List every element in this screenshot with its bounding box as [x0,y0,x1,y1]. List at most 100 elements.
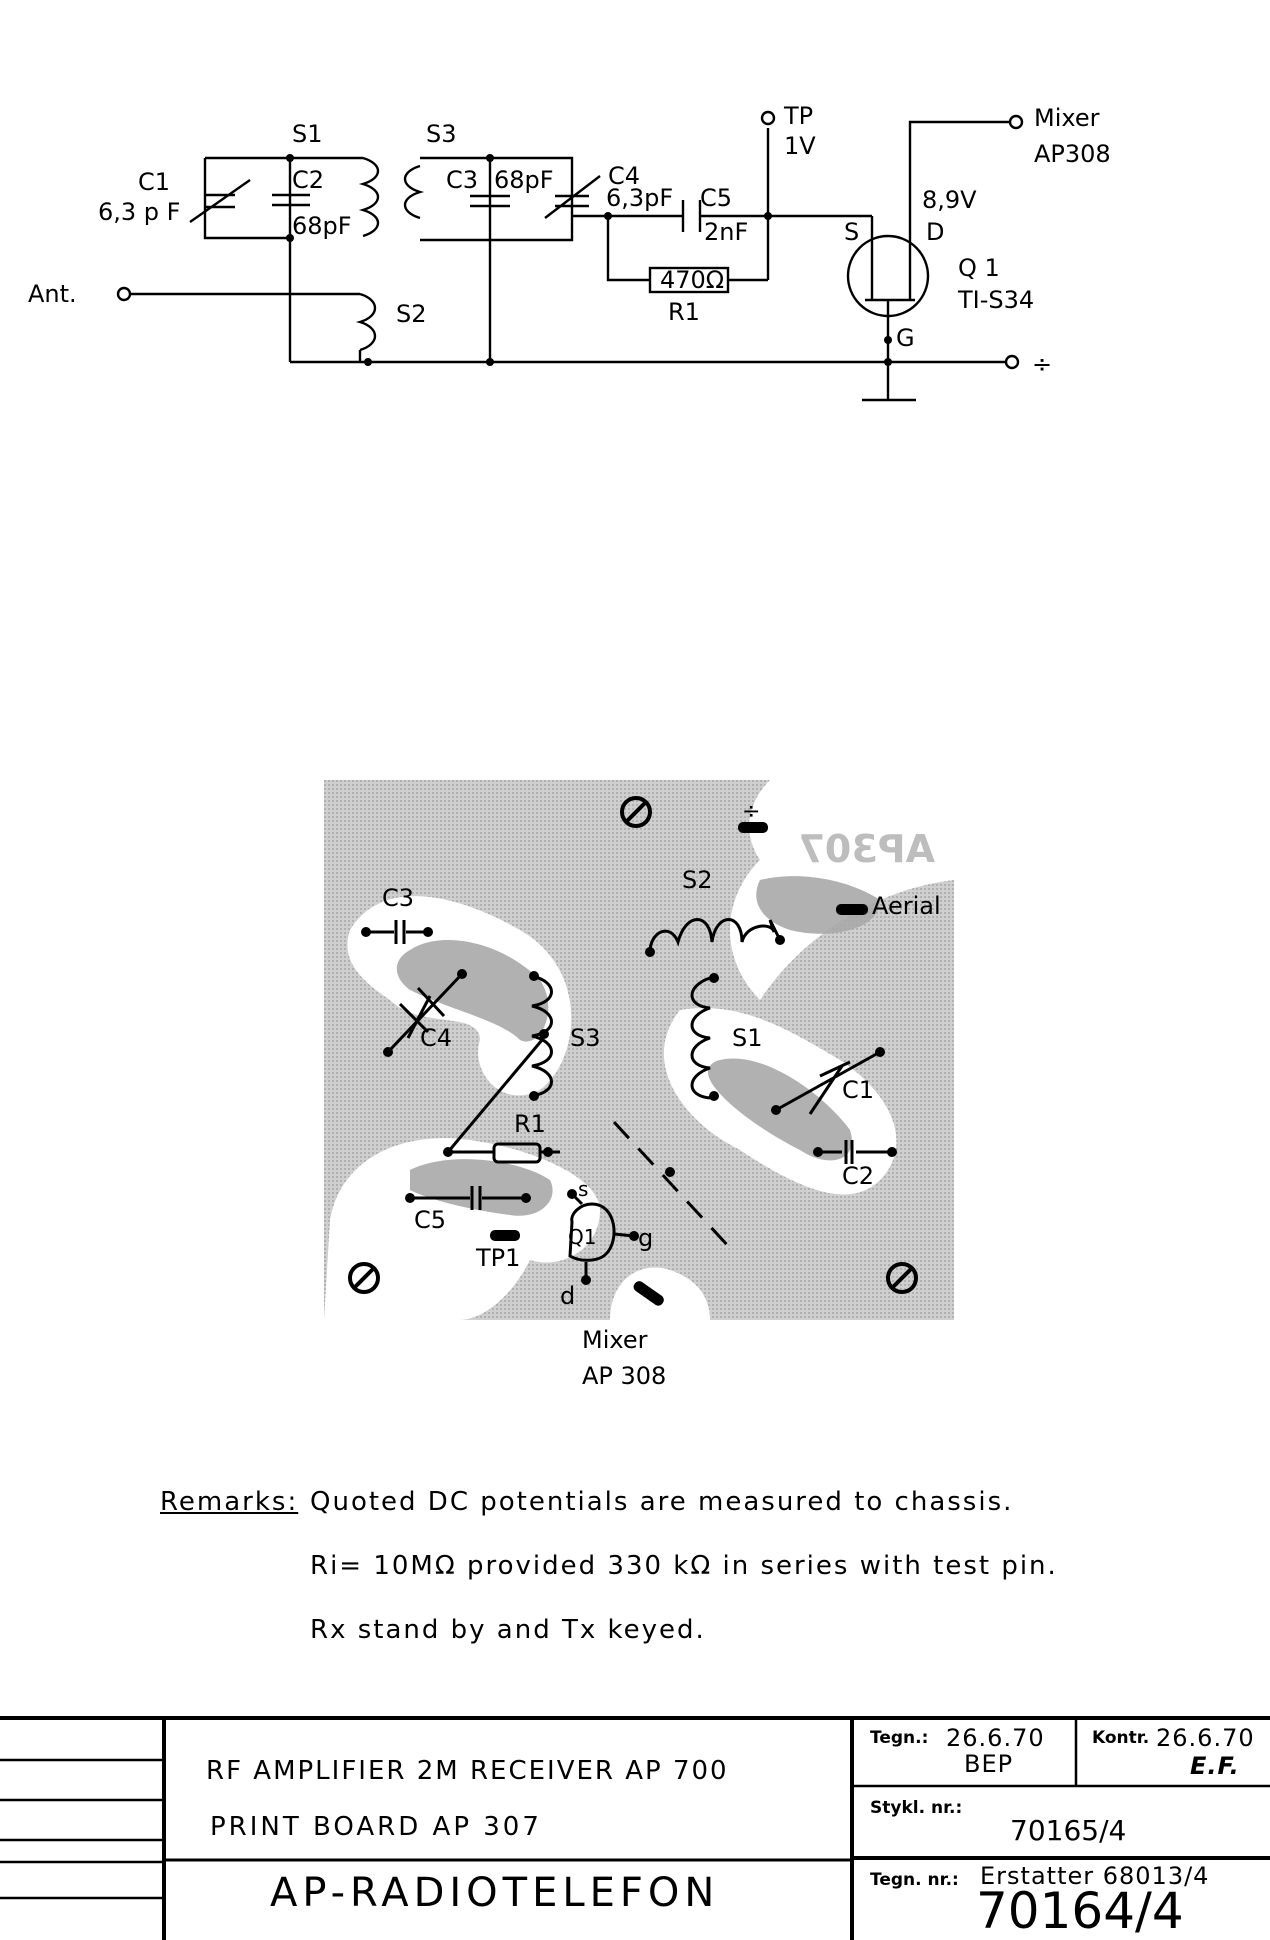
title-block: RF AMPLIFIER 2M RECEIVER AP 700 PRINT BO… [0,1716,1270,1940]
label-s3: S3 [426,120,457,148]
board-label-q1: Q1 [568,1225,596,1249]
board-label-pin-g: g [638,1224,653,1252]
board-cap-c1 [775,1050,881,1115]
board-label-mixer-ref: AP 308 [582,1362,666,1390]
board-label-c2: C2 [842,1162,874,1190]
board-connector-tp1 [490,1230,520,1241]
label-antenna: Ant. [28,280,77,308]
label-drain: D [926,218,944,246]
board-label-r1: R1 [514,1110,546,1138]
remark-text-2: Ri= 10MΩ provided 330 kΩ in series with … [310,1551,1058,1581]
board-connector-ground [738,822,768,833]
remarks-heading: Remarks: [160,1487,299,1517]
remark-line-3: Rx stand by and Tx keyed. [160,1598,1058,1662]
mounting-hole-left [348,1262,380,1294]
board-cap-c5 [410,1186,526,1210]
label-tp: TP [783,102,813,130]
label-s2: S2 [396,300,427,328]
terminal-antenna [116,286,132,302]
board-label-s3: S3 [570,1024,601,1052]
label-c5: C5 [700,184,732,212]
mounting-hole-right [886,1262,918,1294]
checked-by: E.F. [1190,1752,1240,1780]
drawing-label: Tegn. nr.: [870,1870,959,1890]
board-cap-c4 [386,972,464,1054]
label-c1-value: 6,3 p F [98,198,180,226]
label-c3: C3 [446,166,478,194]
label-drain-voltage: 8,9V [922,186,977,214]
board-label-pin-s: s [578,1177,588,1201]
wire-gate [862,312,916,402]
terminal-mixer [1008,114,1024,130]
board-label-c4: C4 [420,1024,452,1052]
board-cap-c3 [366,920,426,944]
remark-text-1: Quoted DC potentials are measured to cha… [310,1487,1014,1517]
label-gate: G [896,324,915,352]
drawing-number: 70164/4 [976,1882,1184,1940]
label-q1: Q 1 [958,254,1000,282]
company-name: AP-RADIOTELEFON [270,1870,720,1916]
board-cap-c2 [818,1140,892,1164]
capacitor-c5 [681,200,702,232]
wire-drain [908,120,1010,240]
terminal-ground [1004,354,1020,370]
label-c1: C1 [138,168,170,196]
drawn-label: Tegn.: [870,1728,929,1748]
label-mixer-ref: AP308 [1034,140,1111,168]
resistor-r1 [648,266,730,294]
inductor-s1 [358,156,380,238]
label-tp-value: 1V [784,132,816,160]
schematic-diagram: S1 S3 C1 6,3 p F C2 68pF C3 68pF C4 6,3p… [28,102,1111,402]
title-line-1: RF AMPLIFIER 2M RECEIVER AP 700 [206,1756,729,1786]
label-ground: ÷ [1032,350,1052,378]
wire-tank1 [203,156,363,362]
capacitor-c2 [272,193,310,207]
label-s1: S1 [292,120,323,148]
capacitor-c4 [544,175,601,219]
drawn-date: 26.6.70 [946,1724,1045,1752]
label-source: S [844,218,859,246]
label-c4-value: 6,3pF [606,184,673,212]
label-c5-value: 2nF [704,218,748,246]
board-label-c3: C3 [382,884,414,912]
label-mixer: Mixer [1034,104,1100,132]
board-label-tp1: TP1 [475,1244,520,1272]
board-label-pin-d: d [560,1282,575,1310]
label-r1: R1 [668,298,700,326]
board-connector-mixer [633,1281,664,1306]
checked-date: 26.6.70 [1156,1724,1255,1752]
print-board: AP307 ÷ Aerial S2 C3 C4 S3 S1 C1 C2 R1 C… [324,780,954,1390]
board-trace-s3-r1 [446,1039,544,1153]
board-id-mirrored: AP307 [798,827,935,871]
board-label-gnd: ÷ [742,799,760,824]
board-label-c5: C5 [414,1206,446,1234]
transistor-q1 [846,234,930,318]
inductor-s3 [403,164,425,220]
label-r1-value: 470Ω [660,266,724,294]
board-transistor-q1 [568,1202,616,1262]
checked-label: Kontr. [1092,1728,1150,1748]
board-label-aerial: Aerial [872,892,941,920]
drawn-by: BEP [964,1750,1014,1778]
board-coil-s1 [690,976,711,1100]
transistor-q1-channel [865,216,915,312]
title-line-2: PRINT BOARD AP 307 [210,1812,542,1842]
cutout-bottom-mixer [610,1267,710,1320]
label-c2-value: 68pF [292,212,352,240]
remark-line-2: Ri= 10MΩ provided 330 kΩ in series with … [160,1534,1058,1598]
label-c3-value: 68pF [494,166,554,194]
title-block-frame [0,1716,1270,1940]
board-label-s1: S1 [732,1024,763,1052]
board-coil-s2 [648,918,782,953]
label-q1-type: TI-S34 [957,286,1034,314]
board-label-mixer: Mixer [582,1326,648,1354]
mounting-hole-top [620,796,652,828]
wire-tank3 [420,156,574,362]
board-label-c1: C1 [842,1076,874,1104]
remark-line-1: Remarks: Quoted DC potentials are measure… [160,1470,1058,1534]
board-connector-aerial [836,904,868,915]
label-c4: C4 [608,162,640,190]
board-dashed-line [612,1120,732,1250]
board-coil-s3 [531,974,553,1098]
capacitor-c1 [189,179,251,223]
